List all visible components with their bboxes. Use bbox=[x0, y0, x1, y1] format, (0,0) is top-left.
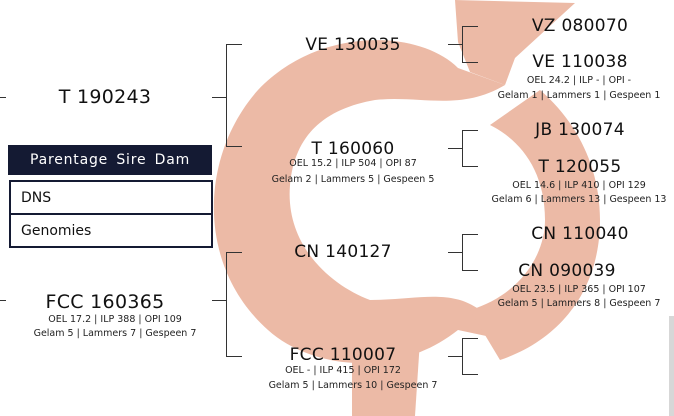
connector-sire-vertical bbox=[226, 44, 227, 146]
connector-sd-top bbox=[462, 130, 478, 131]
sire-name[interactable]: T 190243 bbox=[40, 86, 170, 108]
connector-sd-vertical bbox=[462, 130, 463, 166]
connector-ds-vertical bbox=[462, 234, 463, 270]
scrollbar[interactable] bbox=[669, 316, 674, 416]
connector-sire-stub bbox=[0, 97, 6, 98]
connector-ss-top bbox=[462, 26, 478, 27]
connector-ds-out bbox=[448, 252, 462, 253]
connector-dam-bottom bbox=[226, 356, 242, 357]
connector-ds-bottom bbox=[462, 270, 478, 271]
sire-dam-name[interactable]: T 160060 bbox=[278, 139, 428, 159]
connector-ss-out bbox=[448, 44, 462, 45]
sire-dam-dam-stats-line2: Gelam 6 | Lammers 13 | Gespeen 13 bbox=[484, 194, 674, 207]
sire-dam-stats-line1: OEL 15.2 | ILP 504 | OPI 87 bbox=[253, 158, 453, 171]
sire-sire-name[interactable]: VE 130035 bbox=[278, 35, 428, 55]
connector-dam-top bbox=[226, 252, 242, 253]
connector-dam-out bbox=[212, 300, 226, 301]
connector-sire-bottom bbox=[226, 146, 242, 147]
dam-dam-stats-line1: OEL - | ILP 415 | OPI 172 bbox=[243, 365, 443, 378]
connector-sire-top bbox=[226, 44, 242, 45]
connector-ds-top bbox=[462, 234, 478, 235]
dam-sire-sire-name[interactable]: CN 110040 bbox=[515, 224, 645, 244]
symbol-ring bbox=[214, 40, 505, 363]
connector-dd-out bbox=[448, 356, 462, 357]
dam-stats-line2: Gelam 5 | Lammers 7 | Gespeen 7 bbox=[15, 328, 215, 341]
dam-dam-stats-line2: Gelam 5 | Lammers 10 | Gespeen 7 bbox=[253, 380, 453, 393]
connector-sd-bottom bbox=[462, 166, 478, 167]
sire-sire-dam-stats-line1: OEL 24.2 | ILP - | OPI - bbox=[484, 75, 674, 88]
connector-dd-top bbox=[462, 338, 478, 339]
legend-header: Parentage Sire Dam bbox=[8, 145, 212, 175]
connector-ss-bottom bbox=[462, 62, 478, 63]
dam-stats-line1: OEL 17.2 | ILP 388 | OPI 109 bbox=[15, 314, 215, 327]
connector-sd-out bbox=[448, 148, 462, 149]
dam-name[interactable]: FCC 160365 bbox=[30, 291, 180, 313]
sire-dam-sire-name[interactable]: JB 130074 bbox=[515, 120, 645, 140]
sire-dam-dam-stats-line1: OEL 14.6 | ILP 410 | OPI 129 bbox=[484, 180, 674, 193]
sire-sire-dam-name[interactable]: VE 110038 bbox=[515, 52, 645, 72]
legend-item-genomies[interactable]: Genomies bbox=[11, 213, 211, 246]
dam-sire-dam-stats-line2: Gelam 5 | Lammers 8 | Gespeen 7 bbox=[484, 298, 674, 311]
sire-dam-dam-name[interactable]: T 120055 bbox=[515, 157, 645, 177]
dam-sire-name[interactable]: CN 140127 bbox=[268, 242, 418, 262]
dam-sire-dam-name[interactable]: CN 090039 bbox=[502, 261, 632, 281]
dam-dam-name[interactable]: FCC 110007 bbox=[268, 345, 418, 365]
symbol-top-arrow bbox=[455, 0, 575, 85]
sire-sire-sire-name[interactable]: VZ 080070 bbox=[515, 16, 645, 36]
legend-item-dns[interactable]: DNS bbox=[11, 182, 211, 213]
connector-sire-out bbox=[212, 97, 226, 98]
connector-dam-vertical bbox=[226, 252, 227, 356]
connector-dam-stub bbox=[0, 300, 6, 301]
sire-dam-stats-line2: Gelam 2 | Lammers 5 | Gespeen 5 bbox=[253, 174, 453, 187]
connector-dd-bottom bbox=[462, 374, 478, 375]
dam-sire-dam-stats-line1: OEL 23.5 | ILP 365 | OPI 107 bbox=[484, 284, 674, 297]
sire-sire-dam-stats-line2: Gelam 1 | Lammers 1 | Gespeen 1 bbox=[484, 90, 674, 103]
legend-box: DNS Genomies bbox=[9, 180, 213, 248]
connector-ss-vertical bbox=[462, 26, 463, 62]
connector-dd-vertical bbox=[462, 338, 463, 374]
